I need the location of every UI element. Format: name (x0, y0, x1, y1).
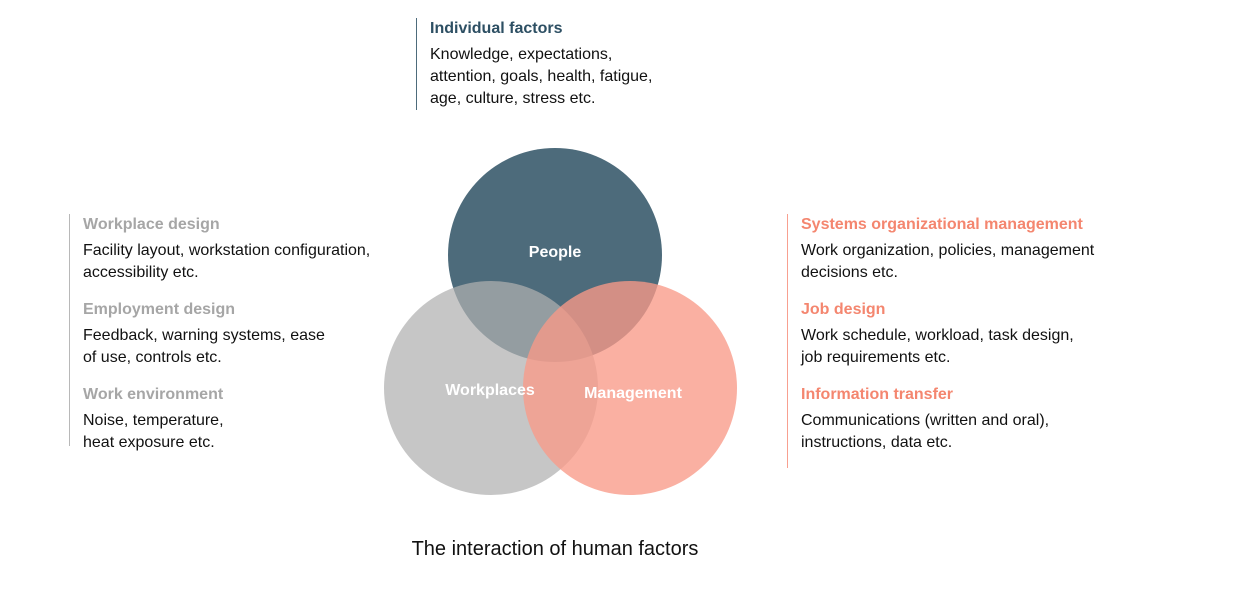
information-transfer-title: Information transfer (801, 386, 954, 403)
information-transfer-text: Communications (written and oral), instr… (801, 412, 1050, 451)
workplaces-factors-block: Workplace design Facility layout, workst… (69, 214, 371, 451)
management-factors-block: Systems organizational management Work o… (787, 214, 1094, 468)
workplace-design-text: Facility layout, workstation configurati… (83, 242, 371, 281)
work-environment-title: Work environment (83, 386, 224, 403)
employment-design-title: Employment design (83, 301, 236, 318)
individual-factors-block: Individual factors Knowledge, expectatio… (416, 18, 652, 110)
job-design-title: Job design (801, 301, 886, 318)
employment-design-text: Feedback, warning systems, ease of use, … (83, 327, 325, 366)
workplace-design-title: Workplace design (83, 216, 220, 233)
management-circle (523, 281, 737, 495)
individual-factors-title: Individual factors (430, 20, 563, 37)
management-label: Management (584, 385, 682, 402)
systems-management-title: Systems organizational management (801, 216, 1083, 233)
work-environment-text: Noise, temperature, heat exposure etc. (83, 412, 224, 451)
workplaces-label: Workplaces (445, 382, 535, 399)
systems-management-text: Work organization, policies, management … (801, 242, 1095, 281)
individual-factors-text: Knowledge, expectations, attention, goal… (430, 46, 653, 107)
diagram-caption: The interaction of human factors (411, 538, 699, 560)
people-label: People (529, 244, 582, 261)
job-design-text: Work schedule, workload, task design, jo… (801, 327, 1074, 366)
